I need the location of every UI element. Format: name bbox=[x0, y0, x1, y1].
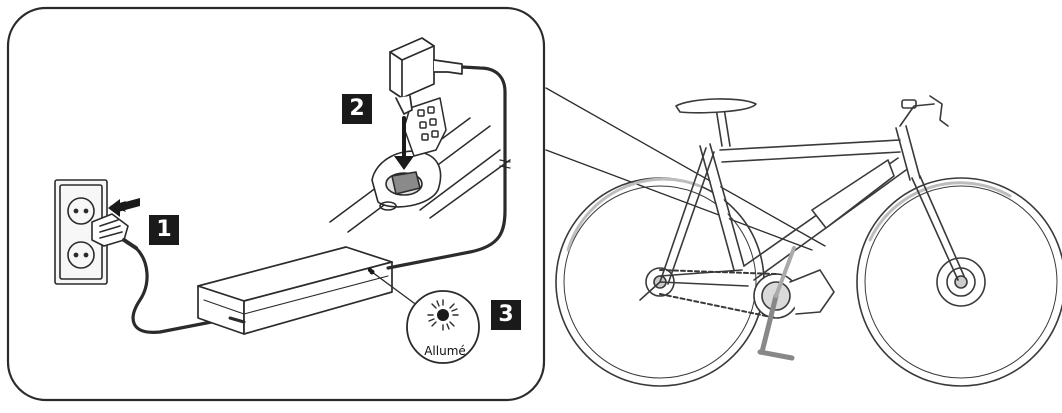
mains-cable bbox=[131, 246, 234, 334]
led-indicator-label: Allumé bbox=[424, 344, 466, 358]
step-1-badge: 1 bbox=[149, 215, 179, 245]
led-on-icon bbox=[427, 299, 459, 331]
charging-connector-icon bbox=[389, 37, 463, 115]
callout-pointer-line bbox=[545, 87, 826, 247]
charger-unit-icon bbox=[197, 246, 393, 335]
dc-cable bbox=[386, 65, 507, 270]
mains-plug-icon bbox=[91, 213, 138, 250]
callout-pointer-line bbox=[545, 149, 813, 251]
step-3-badge: 3 bbox=[491, 300, 521, 330]
e-bike-illustration bbox=[555, 95, 1062, 387]
charge-port-icon bbox=[371, 150, 442, 211]
callout-frame bbox=[6, 6, 546, 402]
step-2-badge: 2 bbox=[342, 94, 372, 124]
